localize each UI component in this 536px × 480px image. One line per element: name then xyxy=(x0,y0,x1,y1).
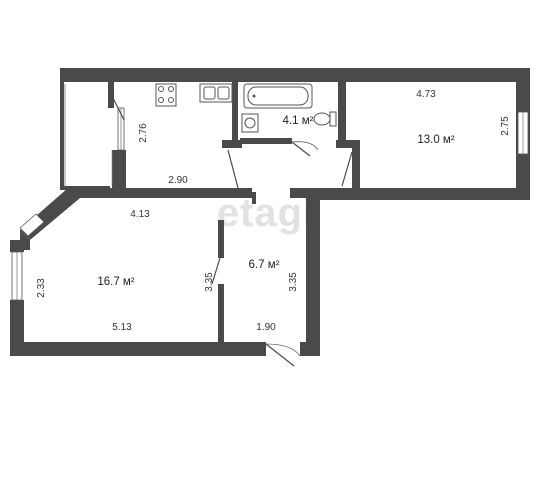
wall-corridor-top-right xyxy=(336,140,360,148)
living-dim-left: 2.33 xyxy=(36,278,47,298)
wall-hall-stub xyxy=(252,192,256,204)
kitchen-dim-width: 2.90 xyxy=(168,175,188,186)
toilet-icon xyxy=(313,111,337,127)
door-entrance xyxy=(265,343,295,367)
wall-bay-top xyxy=(10,240,24,252)
fixtures xyxy=(111,83,337,186)
bedroom-dim-width: 4.73 xyxy=(416,89,436,100)
kitchen-dim-height: 2.76 xyxy=(138,123,149,143)
wall-kitchen-left xyxy=(112,150,126,198)
stove-icon xyxy=(155,83,177,107)
window-bay xyxy=(19,213,45,237)
walls xyxy=(10,68,530,356)
doors xyxy=(109,91,353,367)
bedroom-dim-height: 2.75 xyxy=(500,116,511,136)
bedroom-area: 13.0 м² xyxy=(417,134,454,146)
hall-dim-height: 3.35 xyxy=(288,272,299,292)
door-loggia xyxy=(109,91,125,121)
windows xyxy=(11,84,529,301)
door-bathroom xyxy=(291,141,311,157)
wall-middle-left xyxy=(68,188,252,198)
washbasin-icon xyxy=(241,113,259,133)
bathroom-area: 4.1 м² xyxy=(283,115,314,127)
living-dim-bottom: 5.13 xyxy=(112,322,132,333)
bathtub-icon xyxy=(243,83,313,109)
door-bedroom xyxy=(341,151,353,187)
wall-bathroom-bedroom xyxy=(338,82,346,140)
living-area: 16.7 м² xyxy=(97,276,134,288)
wall-bath-bottom xyxy=(240,138,292,144)
wall-loggia-outer xyxy=(60,82,64,190)
hall-area: 6.7 м² xyxy=(249,259,280,271)
door-living xyxy=(211,257,221,285)
wall-bottom-left xyxy=(10,342,266,356)
wall-corridor-top-left xyxy=(222,140,242,148)
wall-hall-right xyxy=(306,190,320,356)
wall-middle-right xyxy=(290,188,360,198)
kitchen-sink-icon xyxy=(199,83,233,103)
wall-kitchen-bathroom xyxy=(232,82,238,140)
wall-top xyxy=(60,68,530,82)
living-dim-right: 3.35 xyxy=(204,272,215,292)
wall-living-hall-lower xyxy=(218,284,224,344)
living-dim-top: 4.13 xyxy=(130,209,150,220)
watermark-logo: etagi xyxy=(217,191,315,235)
wall-living-hall-upper xyxy=(218,220,224,258)
hall-dim-width: 1.90 xyxy=(256,322,276,333)
wall-corridor-right xyxy=(352,148,360,190)
wall-bedroom-bottom xyxy=(320,188,530,200)
door-kitchen xyxy=(227,149,239,189)
